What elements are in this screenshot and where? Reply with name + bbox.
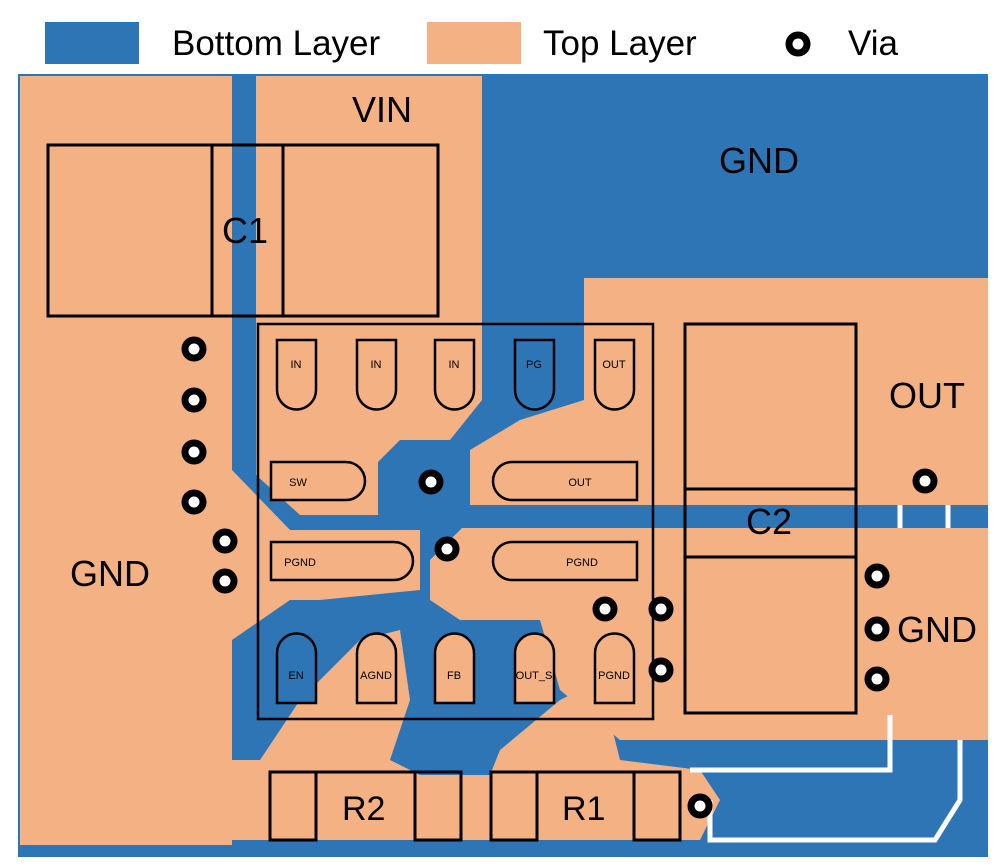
via-icon bbox=[687, 793, 713, 819]
r2-pad-left bbox=[268, 770, 318, 842]
pad-pgnd-right bbox=[491, 540, 639, 582]
pin-label-pg: PG bbox=[526, 359, 542, 371]
via-icon bbox=[864, 666, 890, 692]
via-icon bbox=[181, 336, 207, 362]
r1-pad-left bbox=[489, 770, 539, 842]
pad-fb bbox=[433, 632, 476, 705]
pad-in-2 bbox=[355, 338, 398, 411]
r1-pad-right bbox=[632, 770, 682, 842]
via-icon bbox=[181, 439, 207, 465]
legend: Bottom Layer Top Layer Via bbox=[45, 22, 898, 64]
legend-via-icon bbox=[785, 31, 811, 57]
pad-pg bbox=[513, 338, 556, 411]
pin-label-in-2: IN bbox=[371, 359, 382, 371]
pin-label-fb: FB bbox=[447, 670, 461, 682]
pad-out-top bbox=[593, 338, 636, 411]
capacitor-c1 bbox=[46, 143, 440, 318]
via-icon bbox=[648, 657, 674, 683]
legend-top-layer-swatch bbox=[427, 22, 521, 64]
net-label-out: OUT bbox=[889, 375, 965, 416]
via-icon bbox=[181, 387, 207, 413]
pad-agnd bbox=[355, 632, 398, 705]
via-icon bbox=[864, 616, 890, 642]
pad-en bbox=[275, 632, 318, 705]
net-labels: VIN GND GND OUT GND bbox=[70, 89, 977, 650]
c2-label: C2 bbox=[746, 501, 792, 542]
pad-pgnd-left bbox=[269, 540, 415, 582]
c2-pad-bottom bbox=[683, 555, 858, 715]
c2-pad-top bbox=[683, 322, 858, 491]
top-vin-region bbox=[256, 76, 482, 515]
net-label-gnd-right: GND bbox=[897, 609, 977, 650]
via-icon bbox=[212, 528, 238, 554]
net-label-vin: VIN bbox=[352, 89, 412, 130]
via-icon bbox=[418, 469, 444, 495]
pad-in-1 bbox=[275, 338, 318, 411]
top-gnd-left-region bbox=[20, 76, 290, 845]
pin-label-en: EN bbox=[288, 670, 303, 682]
pin-label-agnd: AGND bbox=[360, 670, 392, 682]
net-label-gnd-top: GND bbox=[719, 140, 799, 181]
c1-label: C1 bbox=[222, 210, 268, 251]
via-icon bbox=[864, 563, 890, 589]
ic-pad-labels: IN IN IN PG OUT SW OUT PGND PGND EN AGND… bbox=[284, 359, 630, 682]
ic-pads bbox=[269, 338, 639, 705]
via-icon bbox=[212, 568, 238, 594]
pad-sw bbox=[269, 460, 367, 502]
via-icon bbox=[434, 536, 460, 562]
ic-outline bbox=[256, 322, 655, 721]
pad-out-mid bbox=[491, 460, 639, 502]
capacitor-c2 bbox=[683, 322, 858, 715]
clearance-lines bbox=[690, 505, 963, 843]
top-out-region bbox=[470, 278, 988, 505]
c1-pad-right bbox=[281, 143, 440, 318]
r2-label: R2 bbox=[342, 790, 385, 828]
pad-in-3 bbox=[433, 338, 476, 411]
via-icon bbox=[181, 489, 207, 515]
net-label-gnd-left: GND bbox=[70, 553, 150, 594]
pin-label-out-top: OUT bbox=[602, 359, 626, 371]
pin-label-out-mid: OUT bbox=[568, 477, 592, 489]
pin-label-out-s: OUT_S bbox=[516, 670, 553, 682]
via-icon bbox=[648, 596, 674, 622]
pad-pgnd-bottom bbox=[593, 632, 636, 705]
resistor-pads bbox=[268, 770, 682, 842]
pin-label-pgnd-left: PGND bbox=[284, 557, 316, 569]
pin-label-pgnd-bottom: PGND bbox=[598, 670, 630, 682]
c1-pad-left bbox=[46, 143, 214, 318]
pin-label-in-3: IN bbox=[449, 359, 460, 371]
r1-label: R1 bbox=[562, 790, 605, 828]
r2-pad-right bbox=[413, 770, 463, 842]
legend-via-label: Via bbox=[848, 24, 898, 63]
via-icon bbox=[912, 468, 938, 494]
legend-bottom-layer-label: Bottom Layer bbox=[172, 24, 380, 63]
pad-out-s bbox=[513, 632, 556, 705]
vias bbox=[181, 336, 938, 819]
pin-label-in-1: IN bbox=[291, 359, 302, 371]
legend-top-layer-label: Top Layer bbox=[543, 24, 697, 63]
legend-bottom-layer-swatch bbox=[45, 22, 139, 64]
pin-label-sw: SW bbox=[289, 477, 307, 489]
via-icon bbox=[592, 596, 618, 622]
pin-label-pgnd-right: PGND bbox=[566, 557, 598, 569]
